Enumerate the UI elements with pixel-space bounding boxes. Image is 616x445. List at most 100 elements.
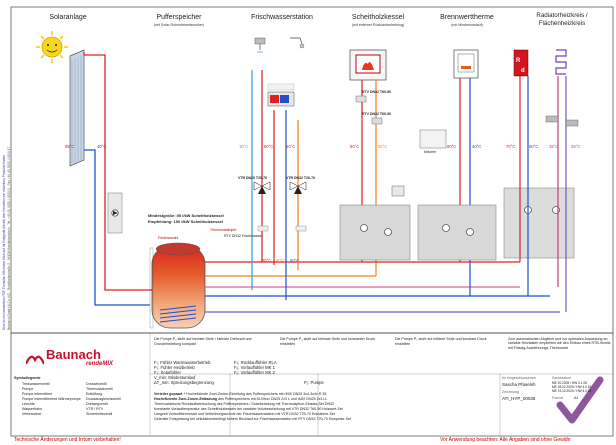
left-legend-title: Symbollegende [14,376,41,380]
legend-row: F₂: Fühler Heizbetrieb [154,365,195,370]
brand-logo: Baunach rendeMIX [26,347,144,371]
left-legend-item: Trinkwasserventil [22,382,50,386]
svg-text:d: d [521,68,525,74]
spec-line: Konstante Vorlauftemperatur des Scheitho… [154,407,343,411]
footer-right: Vor Anwendung beachten: Alle Angaben sin… [440,437,571,443]
vtr-valve-icon-2 [289,181,307,194]
temp-floor-return: 45°C [571,144,581,149]
temp-rad-flow: 70°C [506,144,516,149]
label-thermo-sensors: Thermostatköpfe [210,228,237,232]
note-rtb: Zum automatischen Abgleich und zur optim… [508,337,611,350]
flame-icon [362,62,374,70]
side-note-interactive: Dies ist ein interaktives PDF-Formular. … [2,154,6,330]
svg-text:R: R [516,58,521,64]
tb-format-label: Format [552,396,564,400]
distributor-right [503,187,575,259]
left-legend-item: Pumpe intermittiert [22,392,53,396]
section-title-buffer: Pufferspeicher [156,14,202,21]
temp-boiler-flow: 80°C [350,144,360,149]
spec-line: Hochefiziente Zwei-Zonen-Entladung des P… [154,397,328,401]
section-title-freshwater: Frischwasserstation [251,14,313,21]
note-pump-p2: Die Pumpe P₂ stufe auf kleinste Stufe / … [154,337,252,346]
temp-fw-flow: 60°C [286,144,296,149]
left-legend-item: Dreiwegventil [86,402,108,406]
left-legend-item: Druckausgleichsventil [86,397,121,401]
temp-fw-cold: 10°C [239,144,249,149]
sun-icon [36,31,68,63]
left-legend-item: Wasserhahn [22,407,43,411]
left-legend-item: Drosselventil [86,382,107,386]
controller-icon [391,185,405,197]
solar-return-pipe [84,149,150,306]
label-empfehlung: Empfehlung: 100 l/kW Scheitholzkessel [148,219,223,224]
left-legend-item: Entlüftung [86,392,103,396]
label-fw-station: RTV DN32 Frischwasser [224,234,263,238]
checkmark-graphic [556,376,604,424]
label-rtv2: RTV DN32 T60-90 [362,112,391,116]
temp-therme-return: 40°C [472,144,482,149]
section-title-solar: Solaranlage [49,14,87,21]
temp-solar-return: 40°C [97,144,107,149]
section-title-therme: Brennwerttherme [440,14,494,21]
distributor-left [339,204,411,261]
legend-row: F₆: Vorlauffühler MK 2 [234,370,275,375]
solar-coil [159,305,197,323]
spec-line: Langzeit Vorlaufthermostat und Verbrühun… [154,412,335,416]
temp-therme-flow: 60°C [447,144,457,149]
temp-store-low: 50°C [290,258,300,263]
left-legend-item: Verbraucher [22,412,42,416]
spec-line: Verteiler gepaart + Hochefiziente Zwei-Z… [154,392,327,396]
tb-drawing-no: ATI_HYP_00035 [502,396,536,401]
temp-fw-hot: 60°C [264,144,274,149]
legend-row: P₁: Pumpe [304,380,324,385]
note-pump-p5: Die Pumpe P₅ stufe auf mittlere Stufe un… [395,337,487,346]
legend-row: F₃: Solarfühler [154,370,181,375]
distributor-mid [417,204,497,261]
label-vtr2: VTR DN32 T20-70 [286,176,315,180]
vtr-valve-icon [253,181,271,194]
left-legend: Symbollegende Trinkwasserventil Pumpe Pu… [14,376,148,434]
footer-left: Technische Änderungen und Irrtum vorbeha… [14,437,121,443]
tb-project-label: Im eingeschlossenen [502,376,536,380]
tb-rev-1: ME 20.2005 / HW 3.1.08 [552,381,587,385]
tb-rev-2: ME 28.02.2009 / HW 4.0.18 [552,385,592,389]
tb-drawing-label: Zeichnung [502,390,519,394]
shower-icon [290,37,305,49]
section-subtitle-woodboiler: (mit externer Rücklaufanhebung) [351,23,405,27]
legend-row: F₄: Rücklauffühler RLA [234,360,277,365]
legend-row: ΔT_min: Spreizungsbegrenzung [154,380,214,385]
section-subtitle-buffer: (mit Solar-Rohrwärmetauscher) [153,23,205,27]
label-mischer: Mischer [424,150,437,154]
brand-product: rendeMIX [86,361,114,367]
label-vtr1: VTR DN25 T20-70 [238,176,267,180]
temp-floor-flow: 35°C [549,144,559,149]
legend-row: V_min: Mindestumlauf [154,375,196,380]
left-legend-item: VTR / RTV [86,407,104,411]
tb-project-value: Sascha Pfaselsh [502,382,536,387]
left-legend-item: Pumpe [22,387,34,391]
title-block: Im eingeschlossenen Sascha Pfaselsh Zeic… [500,376,612,434]
section-title-heating: Radiatorheizkreis / Flächenheizkreis [536,12,588,27]
section-title-woodboiler: Scheitholzkessel [351,14,405,21]
solar-collector-icon [69,49,85,167]
radiator-icon [513,49,529,77]
symbol-legend: F₁: Fühler Warmwasserbetrieb F₂: Fühler … [154,360,324,390]
solar-flow-pipe [84,54,150,291]
tb-format-value: A3 [574,396,579,400]
legend-row: F₁: Fühler Warmwasserbetrieb [154,360,211,365]
label-rtv1: RTV DN32 T60-90 [362,90,391,94]
temp-boiler-return: 60°C [378,144,388,149]
brand-name: Baunach [46,347,101,362]
temp-store-mid2: 60°C [276,258,286,263]
side-note-company: Baunach GmbH & Co. KG · Rodelbahnstraße … [7,146,11,330]
left-legend-item: Pumpe intermittierend Wärmepumpe [22,397,81,401]
left-legend-item: Thermostatventil [86,387,113,391]
section-subtitle-therme: (mit Mindestumlauf) [451,23,483,27]
tb-rev-label: Sachtdatum [552,376,572,380]
label-mindest: Mindestgröße: 55 l/kW Scheitholzkessel [148,213,224,218]
legend-row: F₅: Vorlauffühler MK 1 [234,365,275,370]
temp-solar-flow: 95°C [65,144,75,149]
tap-icon [254,37,266,53]
